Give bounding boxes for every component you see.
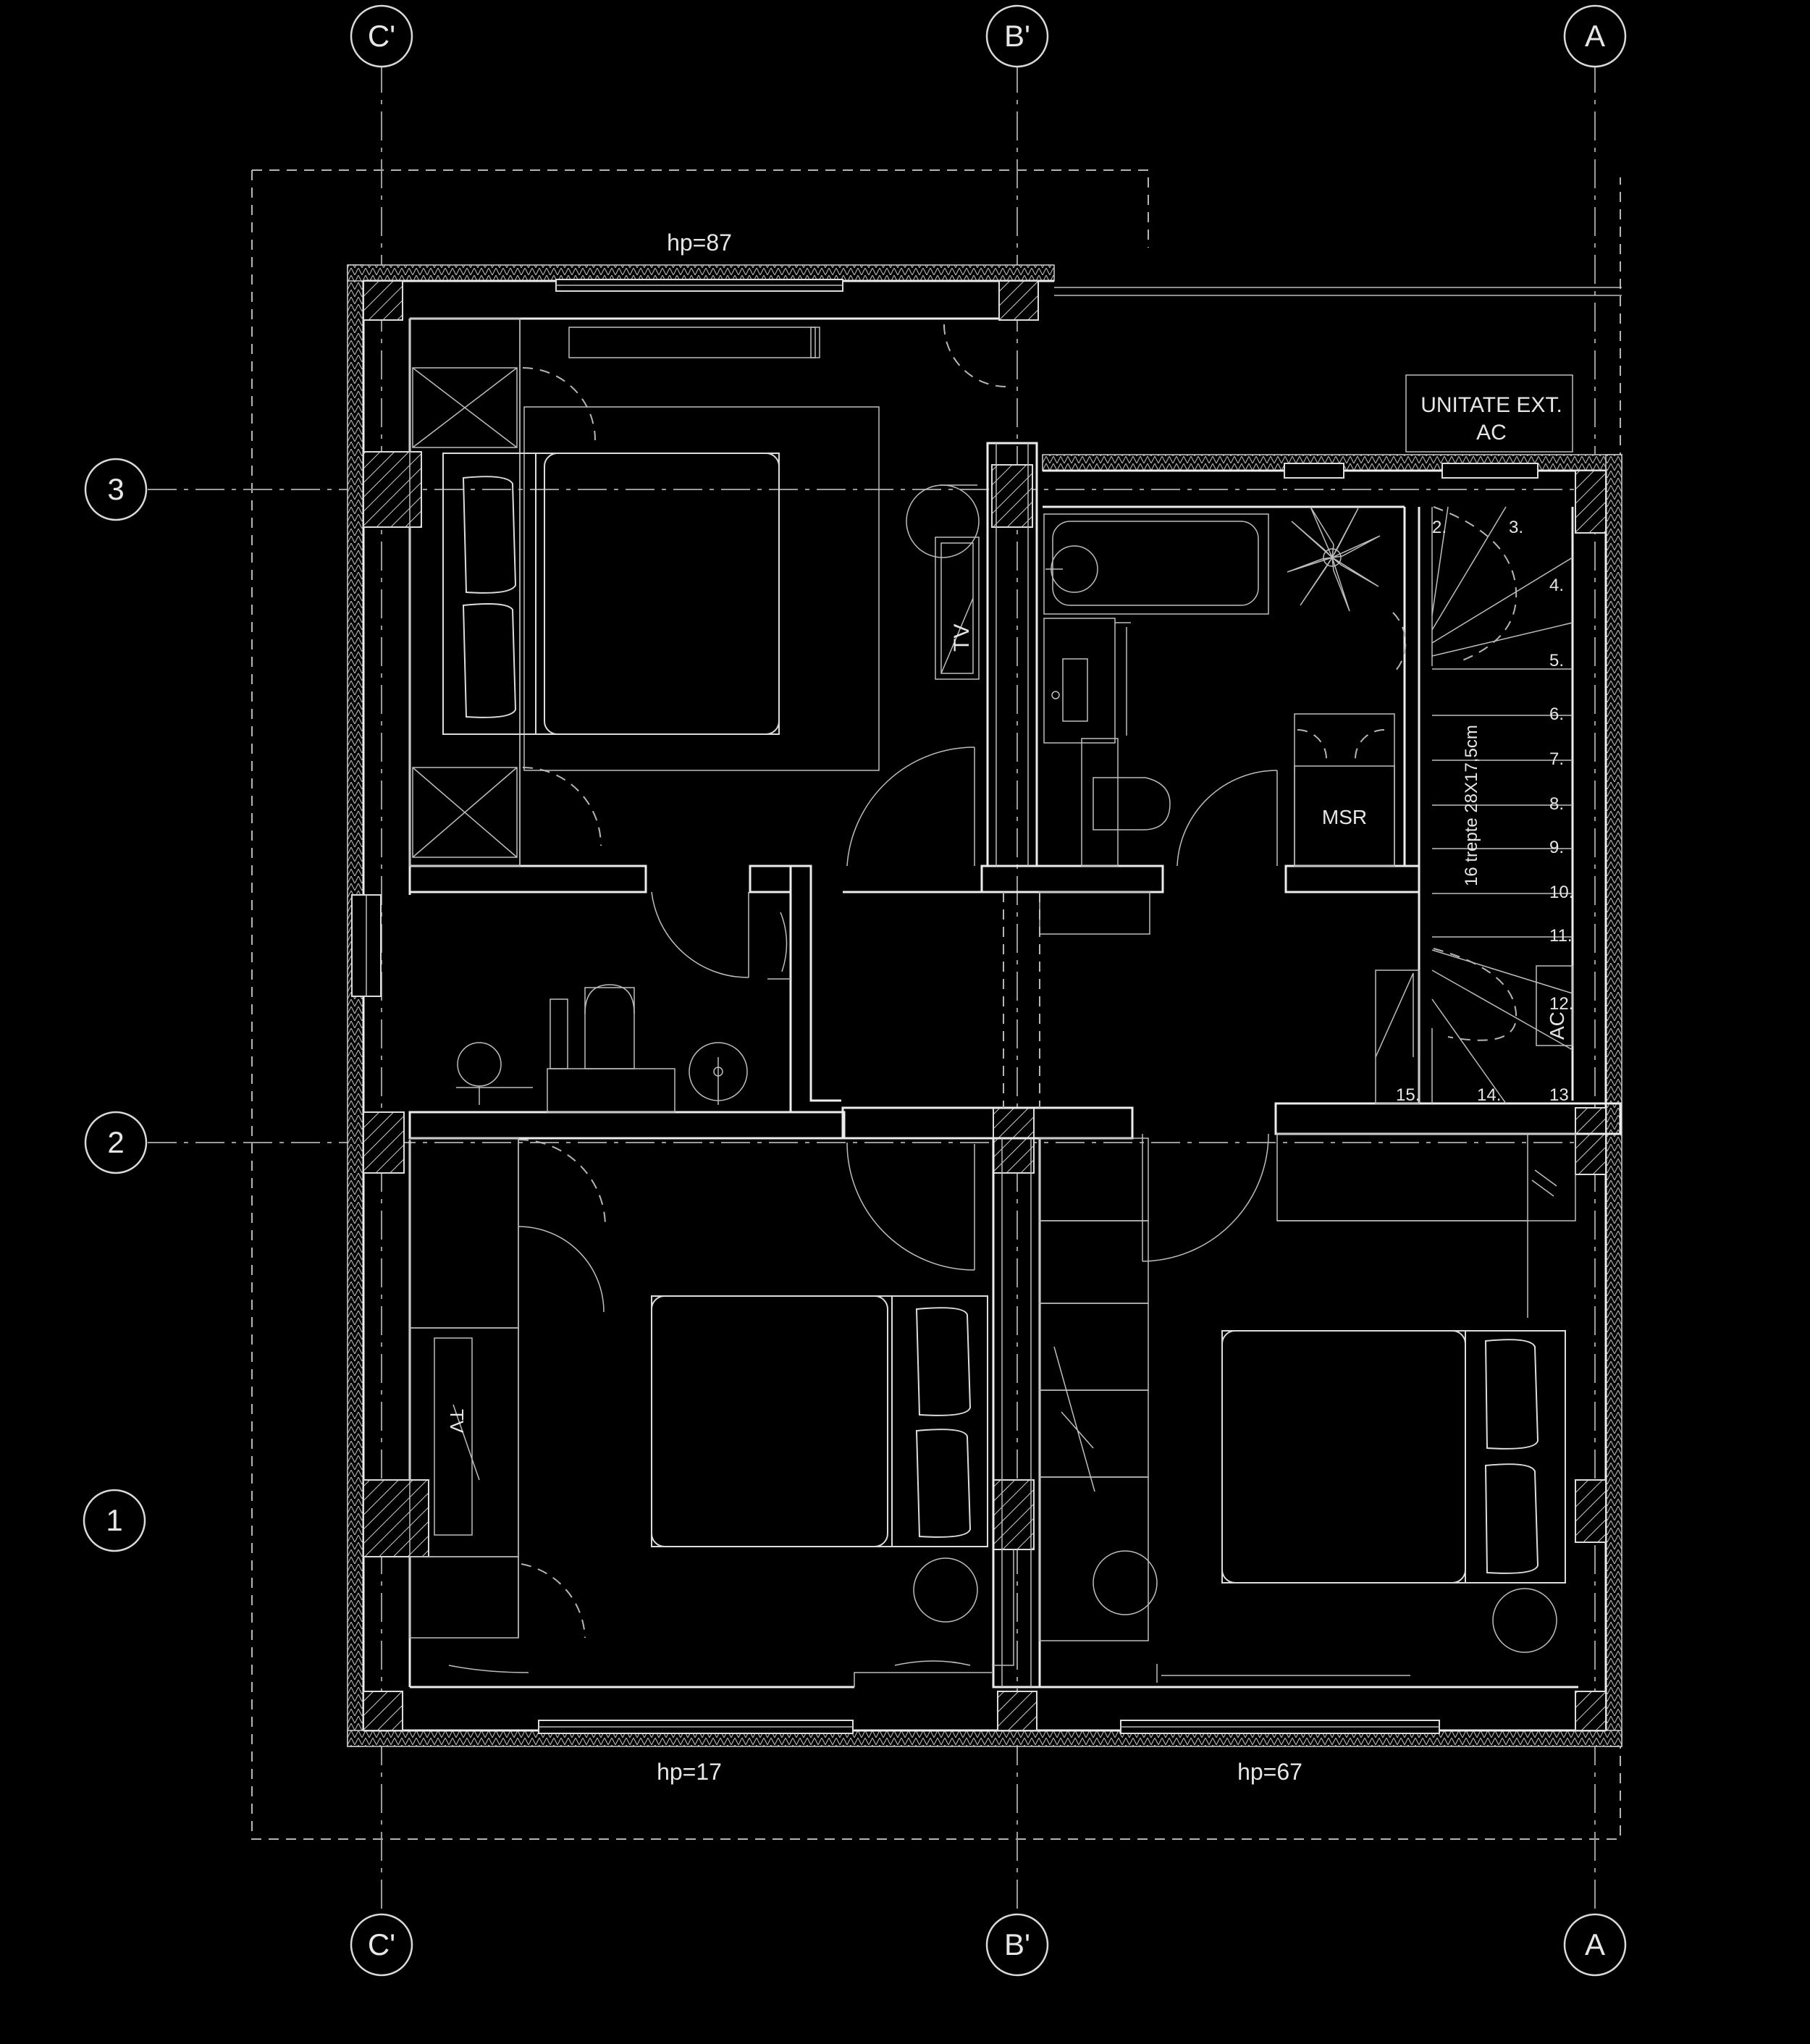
columns	[363, 280, 1607, 1731]
stair-step-number: 2.	[1432, 518, 1447, 537]
stair-step-number: 8.	[1549, 794, 1564, 814]
axis-bubble-a-bottom: A	[1563, 1913, 1627, 1977]
ac-exterior-unit: UNITATE EXT. AC	[1405, 374, 1573, 453]
axis-bubble-c-top: C'	[350, 4, 413, 68]
bedroom-2-furniture: TV	[409, 1137, 1014, 1687]
ac-unit-label-line1: UNITATE EXT.	[1420, 393, 1562, 417]
axis-bubble-row-1: 1	[83, 1489, 146, 1552]
axis-label-b-top: B'	[1004, 19, 1030, 53]
axis-label-b-bottom: B'	[1004, 1927, 1030, 1961]
msr-label: MSR	[1322, 806, 1367, 828]
window-height-bottom-right: hp=67	[1237, 1759, 1302, 1785]
axis-label-row-2: 2	[107, 1125, 124, 1159]
staircase: AC 16 trepte 28X17,5cm 2. 3. 4. 5. 6. 7. 8. 9. 1…	[1375, 506, 1573, 1105]
stair-step-number: 12.	[1549, 994, 1573, 1014]
axis-bubble-row-2: 2	[84, 1111, 148, 1174]
roof-outline	[251, 169, 1621, 1840]
window-height-top: hp=87	[667, 230, 732, 256]
stair-step-number: 15.	[1396, 1085, 1420, 1105]
axis-label-c-top: C'	[368, 19, 395, 53]
axis-bubbles: C' B' A C' B' A 3 2	[83, 4, 1627, 1977]
bedroom-3-furniture	[1039, 1133, 1576, 1683]
stair-step-numbers: 2. 3. 4. 5. 6. 7. 8. 9. 10. 11. 12. 13 14. 15.	[1396, 518, 1573, 1105]
stair-step-number: 5.	[1549, 651, 1564, 670]
ac-unit-label-line2: AC	[1476, 421, 1507, 445]
axis-bubble-row-3: 3	[84, 458, 148, 521]
bedroom-1-furniture: TV	[409, 318, 980, 867]
axis-bubble-b-top: B'	[985, 4, 1049, 68]
stair-step-number: 9.	[1549, 838, 1564, 857]
exterior-walls	[347, 264, 1622, 1747]
axis-bubble-a-top: A	[1563, 4, 1627, 68]
axis-label-c-bottom: C'	[368, 1927, 395, 1961]
axis-bubble-c-bottom: C'	[350, 1913, 413, 1977]
stair-step-number: 13	[1549, 1085, 1569, 1105]
stair-step-number: 6.	[1549, 705, 1564, 724]
plant-icon	[1287, 506, 1381, 612]
stair-step-number: 4.	[1549, 576, 1564, 595]
tv-label: TV	[950, 624, 974, 652]
stair-step-number: 7.	[1549, 749, 1564, 769]
wc-furniture	[456, 912, 791, 1113]
axis-label-row-1: 1	[106, 1503, 122, 1537]
doors	[518, 324, 1407, 1639]
stair-step-number: 14.	[1477, 1085, 1501, 1105]
axis-label-a-top: A	[1585, 19, 1605, 53]
stair-spec: 16 trepte 28X17,5cm	[1462, 725, 1481, 886]
stair-step-number: 10.	[1549, 883, 1573, 902]
bathroom-furniture: MSR	[1043, 506, 1395, 867]
window-height-labels: hp=87 hp=17 hp=67	[657, 230, 1302, 1785]
axis-label-row-3: 3	[107, 472, 124, 506]
stair-step-number: 11.	[1549, 926, 1573, 946]
axis-label-a-bottom: A	[1585, 1927, 1605, 1961]
tv-label-2: TV	[446, 1409, 468, 1434]
window-height-bottom-left: hp=17	[657, 1759, 722, 1785]
ac-label: AC	[1546, 1012, 1568, 1040]
axis-bubble-b-bottom: B'	[985, 1913, 1049, 1977]
stair-step-number: 3.	[1509, 518, 1523, 537]
